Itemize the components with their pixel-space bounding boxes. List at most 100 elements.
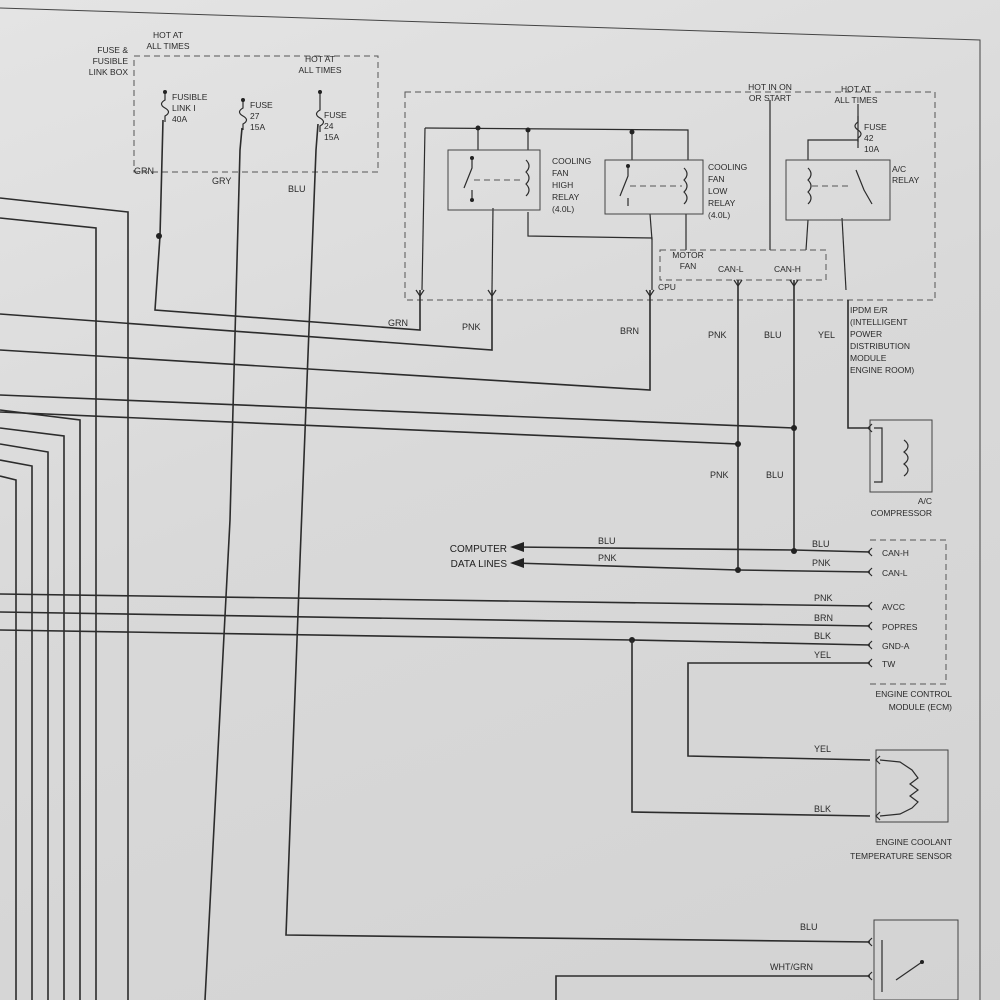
hot-at-all-times-2: HOT AT ALL TIMES xyxy=(299,54,342,75)
data-wire-blu: BLU xyxy=(598,536,616,546)
svg-text:FUSIBLE: FUSIBLE xyxy=(172,92,208,102)
svg-text:IPDM E/R: IPDM E/R xyxy=(850,305,888,315)
computer-data-lines-label: COMPUTER DATA LINES xyxy=(450,544,508,570)
fuse-27-icon xyxy=(238,98,248,130)
wire-label-grn-2: GRN xyxy=(388,318,408,328)
ipdm-hot-at-label: HOT AT ALL TIMES xyxy=(835,84,878,105)
bottom-wire-whtgrn: WHT/GRN xyxy=(770,962,813,972)
svg-text:(4.0L): (4.0L) xyxy=(708,210,730,220)
wire-label-blu-mid: BLU xyxy=(766,470,784,480)
ac-compressor-icon xyxy=(869,419,933,493)
ect-sensor-icon xyxy=(875,749,949,823)
svg-text:FAN: FAN xyxy=(552,168,569,178)
fuse-feed-wires xyxy=(154,119,871,1000)
svg-text:10A: 10A xyxy=(864,144,879,154)
svg-text:RELAY: RELAY xyxy=(708,198,736,208)
svg-text:COOLING: COOLING xyxy=(708,162,747,172)
svg-text:LOW: LOW xyxy=(708,186,727,196)
fuse-box-outline xyxy=(133,55,379,173)
ect-wire-blk: BLK xyxy=(814,804,831,814)
svg-text:TEMPERATURE SENSOR: TEMPERATURE SENSOR xyxy=(850,851,952,861)
svg-text:A/C: A/C xyxy=(918,496,932,506)
ecm-title: ENGINE CONTROL MODULE (ECM) xyxy=(875,689,952,712)
wire-label-pnk: PNK xyxy=(462,322,481,332)
svg-text:FUSE: FUSE xyxy=(864,122,887,132)
connector-marks xyxy=(415,279,881,981)
svg-text:27: 27 xyxy=(250,111,260,121)
fuse-24-label: FUSE 24 15A xyxy=(324,110,347,142)
cpu-label: CPU xyxy=(658,282,676,292)
svg-text:ENGINE CONTROL: ENGINE CONTROL xyxy=(875,689,952,699)
svg-text:COMPUTER: COMPUTER xyxy=(450,544,507,555)
fuse-27-label: FUSE 27 15A xyxy=(250,100,273,132)
svg-text:FAN: FAN xyxy=(680,261,697,271)
wire-label-brn: BRN xyxy=(620,326,639,336)
svg-text:GND-A: GND-A xyxy=(882,641,910,651)
svg-text:OR START: OR START xyxy=(749,93,791,103)
svg-text:POWER: POWER xyxy=(850,329,882,339)
wire-label-pnk-top: PNK xyxy=(708,330,727,340)
can-l-label: CAN-L xyxy=(718,264,744,274)
svg-text:HOT AT: HOT AT xyxy=(841,84,871,94)
ac-relay-label: A/C RELAY xyxy=(892,164,920,185)
svg-text:FUSE: FUSE xyxy=(250,100,273,110)
ecm-wire-yel: YEL xyxy=(814,650,831,660)
svg-text:COMPRESSOR: COMPRESSOR xyxy=(871,508,932,518)
svg-text:TW: TW xyxy=(882,659,895,669)
ecm-wire-pnk: PNK xyxy=(812,558,831,568)
svg-text:42: 42 xyxy=(864,133,874,143)
svg-text:DATA LINES: DATA LINES xyxy=(451,559,508,570)
ipdm-hot-run-label: HOT IN ON OR START xyxy=(748,82,792,103)
svg-text:ENGINE ROOM): ENGINE ROOM) xyxy=(850,365,914,375)
ecm-pin-labels: CAN-H CAN-L AVCC POPRES GND-A TW xyxy=(882,548,918,669)
svg-text:HOT AT: HOT AT xyxy=(153,30,183,40)
svg-text:COOLING: COOLING xyxy=(552,156,591,166)
svg-text:(4.0L): (4.0L) xyxy=(552,204,574,214)
ipdm-title: IPDM E/R (INTELLIGENT POWER DISTRIBUTION… xyxy=(850,305,914,375)
data-wire-pnk: PNK xyxy=(598,553,617,563)
svg-text:ENGINE COOLANT: ENGINE COOLANT xyxy=(876,837,952,847)
svg-text:FUSIBLE: FUSIBLE xyxy=(93,56,129,66)
ect-wire-yel: YEL xyxy=(814,744,831,754)
hot-at-all-times-1: HOT AT ALL TIMES xyxy=(147,30,190,51)
ecm-wire-brn: BRN xyxy=(814,613,833,623)
svg-text:RELAY: RELAY xyxy=(892,175,920,185)
svg-text:LINK I: LINK I xyxy=(172,103,196,113)
svg-text:ALL TIMES: ALL TIMES xyxy=(835,95,878,105)
svg-text:RELAY: RELAY xyxy=(552,192,580,202)
svg-text:(INTELLIGENT: (INTELLIGENT xyxy=(850,317,908,327)
data-line-wires xyxy=(510,542,871,573)
wire-label-grn: GRN xyxy=(134,166,154,176)
fuse-42-label: FUSE 42 10A xyxy=(864,122,887,154)
can-h-label: CAN-H xyxy=(774,264,801,274)
svg-text:FAN: FAN xyxy=(708,174,725,184)
fusible-link-label: FUSIBLE LINK I 40A xyxy=(172,92,208,124)
ac-compressor-label: A/C COMPRESSOR xyxy=(871,496,932,518)
svg-text:MODULE: MODULE xyxy=(850,353,887,363)
svg-text:AVCC: AVCC xyxy=(882,602,905,612)
svg-text:HOT AT: HOT AT xyxy=(305,54,335,64)
ect-sensor-label: ENGINE COOLANT TEMPERATURE SENSOR xyxy=(850,837,952,861)
svg-text:MOTOR: MOTOR xyxy=(672,250,703,260)
fuse-42-icon xyxy=(854,116,862,142)
fan-high-relay-label: COOLING FAN HIGH RELAY (4.0L) xyxy=(552,156,591,214)
svg-text:CAN-L: CAN-L xyxy=(882,568,908,578)
svg-text:FUSE: FUSE xyxy=(324,110,347,120)
wire-label-blu: BLU xyxy=(288,184,306,194)
cooling-fan-low-relay-icon xyxy=(604,159,704,215)
bottom-wire-blu: BLU xyxy=(800,922,818,932)
ecm-wire-blk: BLK xyxy=(814,631,831,641)
wire-label-gry: GRY xyxy=(212,176,231,186)
svg-text:POPRES: POPRES xyxy=(882,622,918,632)
ipdm-outline xyxy=(404,91,936,301)
ecm-wires xyxy=(0,593,871,817)
ipdm-internal-wiring xyxy=(421,100,859,291)
svg-text:15A: 15A xyxy=(324,132,339,142)
svg-text:HIGH: HIGH xyxy=(552,180,573,190)
svg-text:FUSE &: FUSE & xyxy=(97,45,128,55)
svg-text:CAN-H: CAN-H xyxy=(882,548,909,558)
svg-text:DISTRIBUTION: DISTRIBUTION xyxy=(850,341,910,351)
fuse-24-icon xyxy=(315,90,325,132)
left-wire-bundle xyxy=(0,197,129,1000)
ac-relay-icon xyxy=(785,159,891,221)
